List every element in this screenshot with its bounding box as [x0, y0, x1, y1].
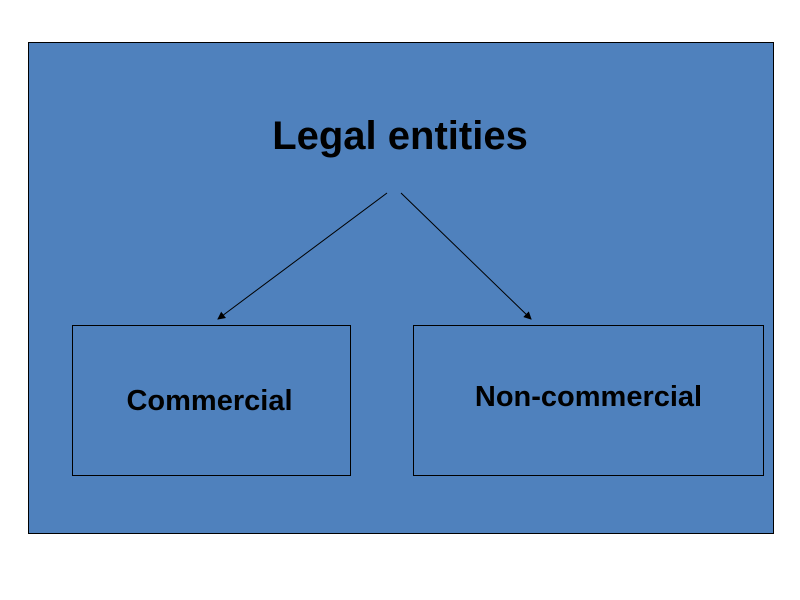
non-commercial-node-label: Non-commercial [474, 381, 703, 413]
commercial-node-box: Commercial [72, 325, 351, 476]
root-node-title: Legal entities [272, 114, 528, 158]
non-commercial-node-box: Non-commercial [413, 325, 764, 476]
commercial-node-label: Commercial [126, 385, 293, 417]
